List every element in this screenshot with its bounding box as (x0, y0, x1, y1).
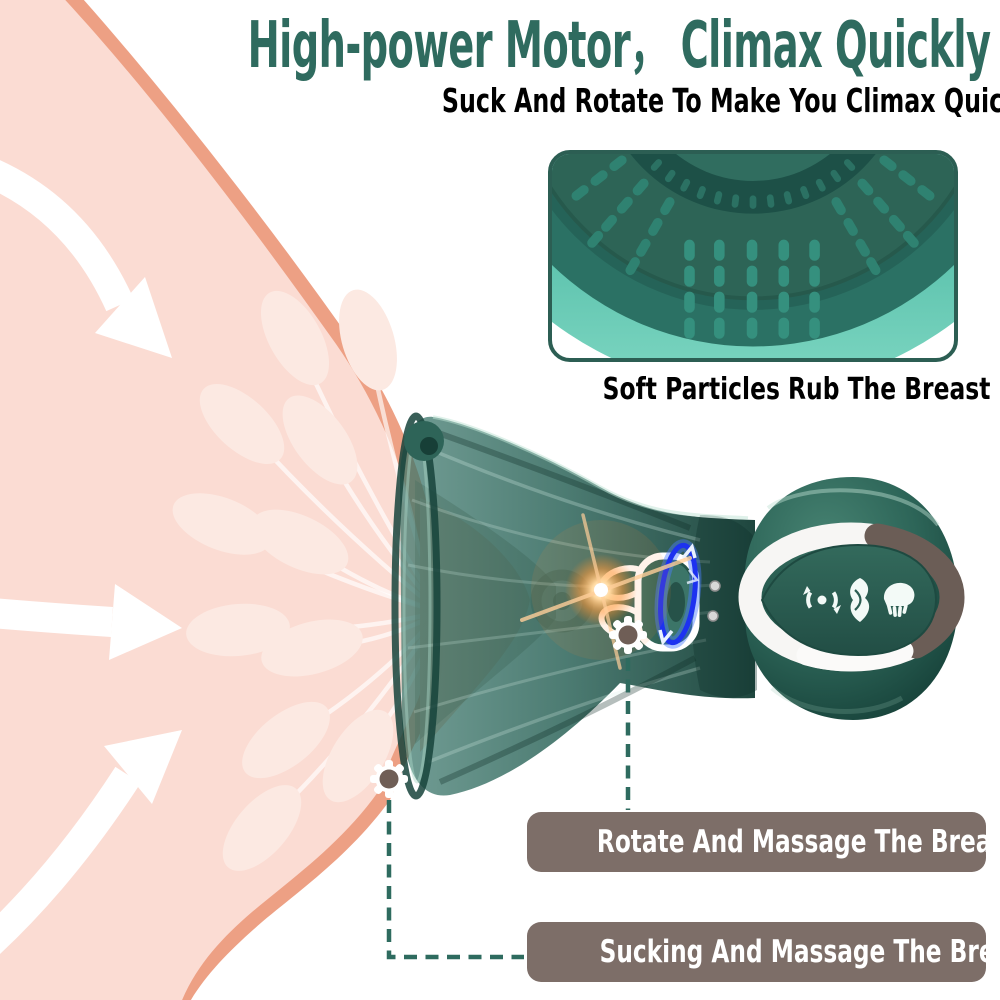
soft-particle-nubs (571, 155, 935, 339)
callout-rotate-massage: Rotate And Massage The Breast (527, 812, 1000, 872)
device-illustration (391, 412, 965, 800)
body-top-highlight (766, 488, 940, 527)
chrome-ring-shadow (864, 523, 965, 659)
chrome-ring-lowlight (796, 640, 914, 672)
suction-flow-arrows (0, 160, 182, 955)
cup-top-highlight (432, 415, 749, 520)
lips-mode-icon[interactable] (850, 578, 870, 622)
leader-lines (386, 658, 631, 960)
body-bottom-reflection (770, 686, 904, 714)
rotate-mode-icon[interactable] (803, 586, 841, 614)
control-eye (738, 522, 965, 672)
page-subtitle: Suck And Rotate To Make You Climax Quick… (441, 81, 1000, 120)
leader-line-suck (386, 800, 524, 960)
charge-pins (707, 580, 721, 622)
particles-closeup (552, 154, 954, 358)
control-panel (760, 543, 938, 657)
rotation-direction-arrows (654, 539, 702, 649)
suction-mode-icon[interactable] (883, 582, 915, 617)
page-title: High-power Motor， Climax Quickly (247, 9, 991, 83)
inset-caption: Soft Particles Rub The Breast (602, 372, 991, 407)
device-neck (691, 515, 757, 698)
cup-rim (391, 412, 444, 800)
soft-particles-inset (548, 150, 958, 362)
gear-marker-icon (609, 616, 647, 654)
gear-marker-icon (370, 760, 408, 798)
callout-sucking-massage: Sucking And Massage The Breast (527, 922, 1000, 982)
